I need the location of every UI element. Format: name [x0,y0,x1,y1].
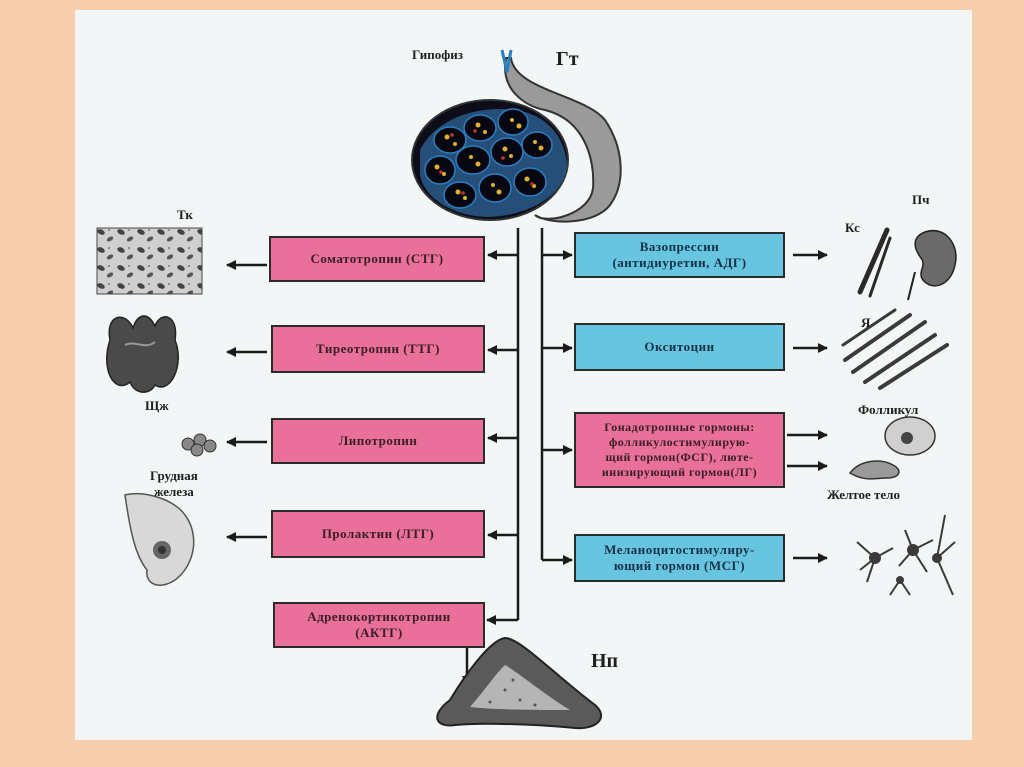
hormone-label-gonadotropins: Гонадотропные гормоны: фолликулостимулир… [601,420,758,479]
corpus-luteum-illustration [848,460,900,480]
diagram-sheet: Гипофиз Гт Соматотропин (СТГ) Тиреотропи… [75,10,972,740]
hormone-box-lipotropin: Липотропин [271,418,485,464]
hormone-box-actg: Адренокортикотропин (АКТГ) [273,602,485,648]
label-adrenal: Нп [591,650,619,672]
pituitary-abbr: Гт [556,48,579,70]
label-tissue: Тк [177,207,193,222]
melanocytes-illustration [856,514,956,596]
hormone-box-ltg: Пролактин (ЛТГ) [271,510,485,558]
hormone-box-ttg: Тиреотропин (ТТГ) [271,325,485,373]
hormone-box-oxytocin: Окситоцин [574,323,785,371]
hormone-label-lipotropin: Липотропин [338,433,418,448]
diagram-canvas [96,49,957,730]
kidney-illustration [907,229,957,301]
hormone-label-adg: Вазопрессин (антидиуретин, АДГ) [612,239,747,270]
hormone-label-stg: Соматотропин (СТГ) [310,251,444,266]
connective-tissue-illustration [96,227,203,295]
hormone-box-stg: Соматотропин (СТГ) [269,236,485,282]
label-follicle: Фолликул [858,402,919,417]
label-corpus-luteum: Желтое тело [827,487,900,502]
pituitary-label: Гипофиз [412,47,463,62]
thyroid-illustration [106,315,179,393]
hormone-label-ltg: Пролактин (ЛТГ) [321,526,435,541]
fat-cells-illustration [181,433,217,457]
label-thyroid: Щж [145,398,169,413]
pituitary-gland-illustration [411,49,622,223]
hormone-label-ttg: Тиреотропин (ТТГ) [316,341,440,356]
hormone-box-adg: Вазопрессин (антидиуретин, АДГ) [574,232,785,278]
follicle-illustration [884,416,936,456]
label-kidney: Пч [912,192,930,207]
hormone-box-gonadotropins: Гонадотропные гормоны: фолликулостимулир… [574,412,785,488]
mammary-gland-illustration [124,493,195,586]
uterus-muscle-illustration [841,308,949,390]
hormone-label-msg: Меланоцитостимулиру- ющий гормон (МСГ) [604,542,755,573]
bone-illustration [857,227,892,298]
hormone-label-oxytocin: Окситоцин [644,339,715,354]
hormone-label-actg: Адренокортикотропин (АКТГ) [307,609,451,640]
label-mammary: Грудная железа [150,468,198,499]
hormone-box-msg: Меланоцитостимулиру- ющий гормон (МСГ) [574,534,785,582]
label-bones: Кс [845,220,860,235]
label-uterus: Я [861,315,871,330]
adrenal-gland-illustration [436,636,603,730]
